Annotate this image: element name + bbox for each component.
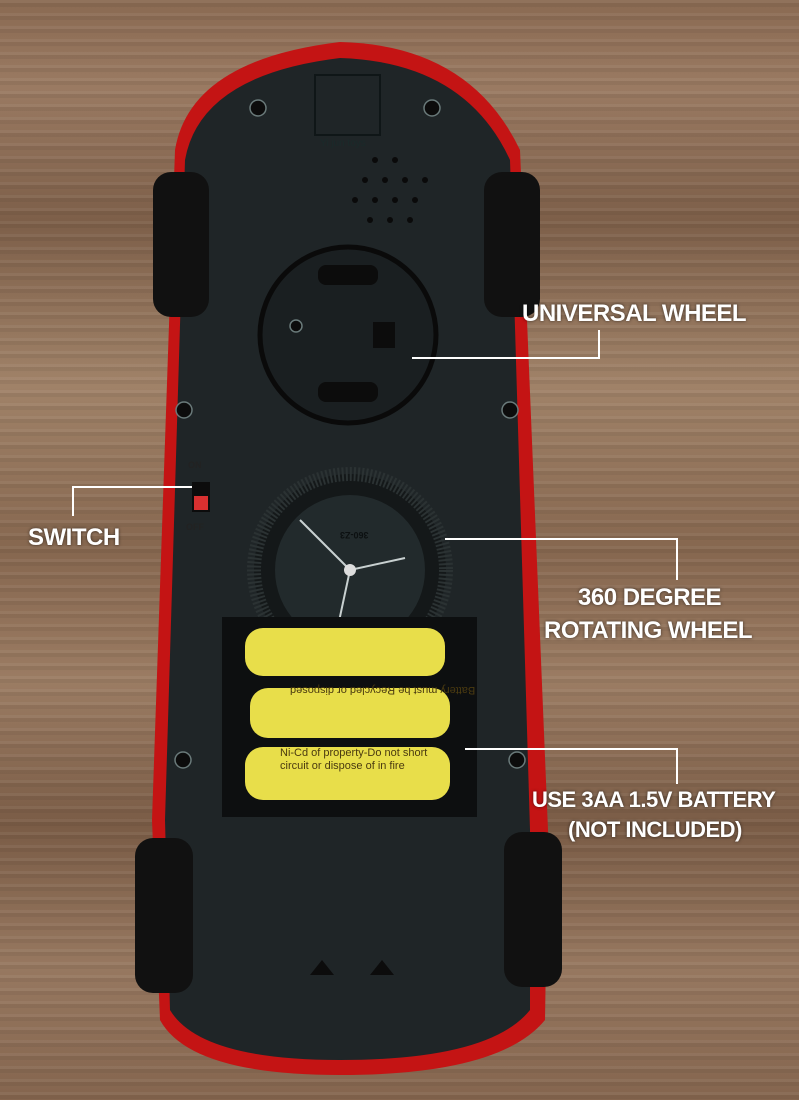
rotating-wheel-callout-line-vertical bbox=[676, 538, 678, 580]
screws bbox=[174, 99, 526, 769]
rear-left-wheel bbox=[135, 838, 193, 993]
universal-wheel-housing bbox=[257, 244, 439, 426]
universal-wheel-label: UNIVERSAL WHEEL bbox=[522, 300, 747, 327]
battery-text-line1: Ni-Cd of property-Do not short bbox=[280, 747, 428, 759]
battery-text-line2: circuit or dispose of in fire bbox=[280, 760, 405, 772]
logo-box bbox=[314, 74, 381, 136]
battery-callout-line bbox=[465, 748, 678, 750]
rotating-wheel-label-line2: ROTATING WHEEL bbox=[544, 617, 753, 644]
rear-right-wheel bbox=[504, 832, 562, 987]
battery-text-upside-down: Battery must be Recycled or disposed bbox=[290, 684, 476, 696]
rotating-wheel-callout-line bbox=[445, 538, 678, 540]
battery-1 bbox=[245, 628, 445, 676]
front-left-wheel bbox=[153, 172, 209, 317]
wheel-marking: 360-Z3 bbox=[340, 530, 369, 540]
switch-callout-line-vertical bbox=[72, 486, 74, 516]
switch-on-label: ON bbox=[188, 460, 202, 470]
switch-callout-line bbox=[72, 486, 192, 488]
switch-label: SWITCH bbox=[28, 524, 120, 551]
battery-label-line2: (NOT INCLUDED) bbox=[568, 817, 742, 842]
universal-wheel-callout-line bbox=[412, 357, 600, 359]
switch-off-label: OFF bbox=[186, 522, 204, 532]
battery-label-line1: USE 3AA 1.5V BATTERY bbox=[532, 787, 776, 812]
battery-3 bbox=[245, 747, 450, 800]
battery-callout-line-vertical bbox=[676, 748, 678, 784]
speaker-holes bbox=[352, 157, 428, 223]
universal-wheel-callout-line-vertical bbox=[598, 330, 600, 359]
battery-2 bbox=[250, 688, 450, 738]
rotating-wheel-label-line1: 360 DEGREE bbox=[578, 584, 722, 611]
front-right-wheel bbox=[484, 172, 540, 317]
brand-logo-text: Yi jun toys bbox=[320, 138, 366, 149]
